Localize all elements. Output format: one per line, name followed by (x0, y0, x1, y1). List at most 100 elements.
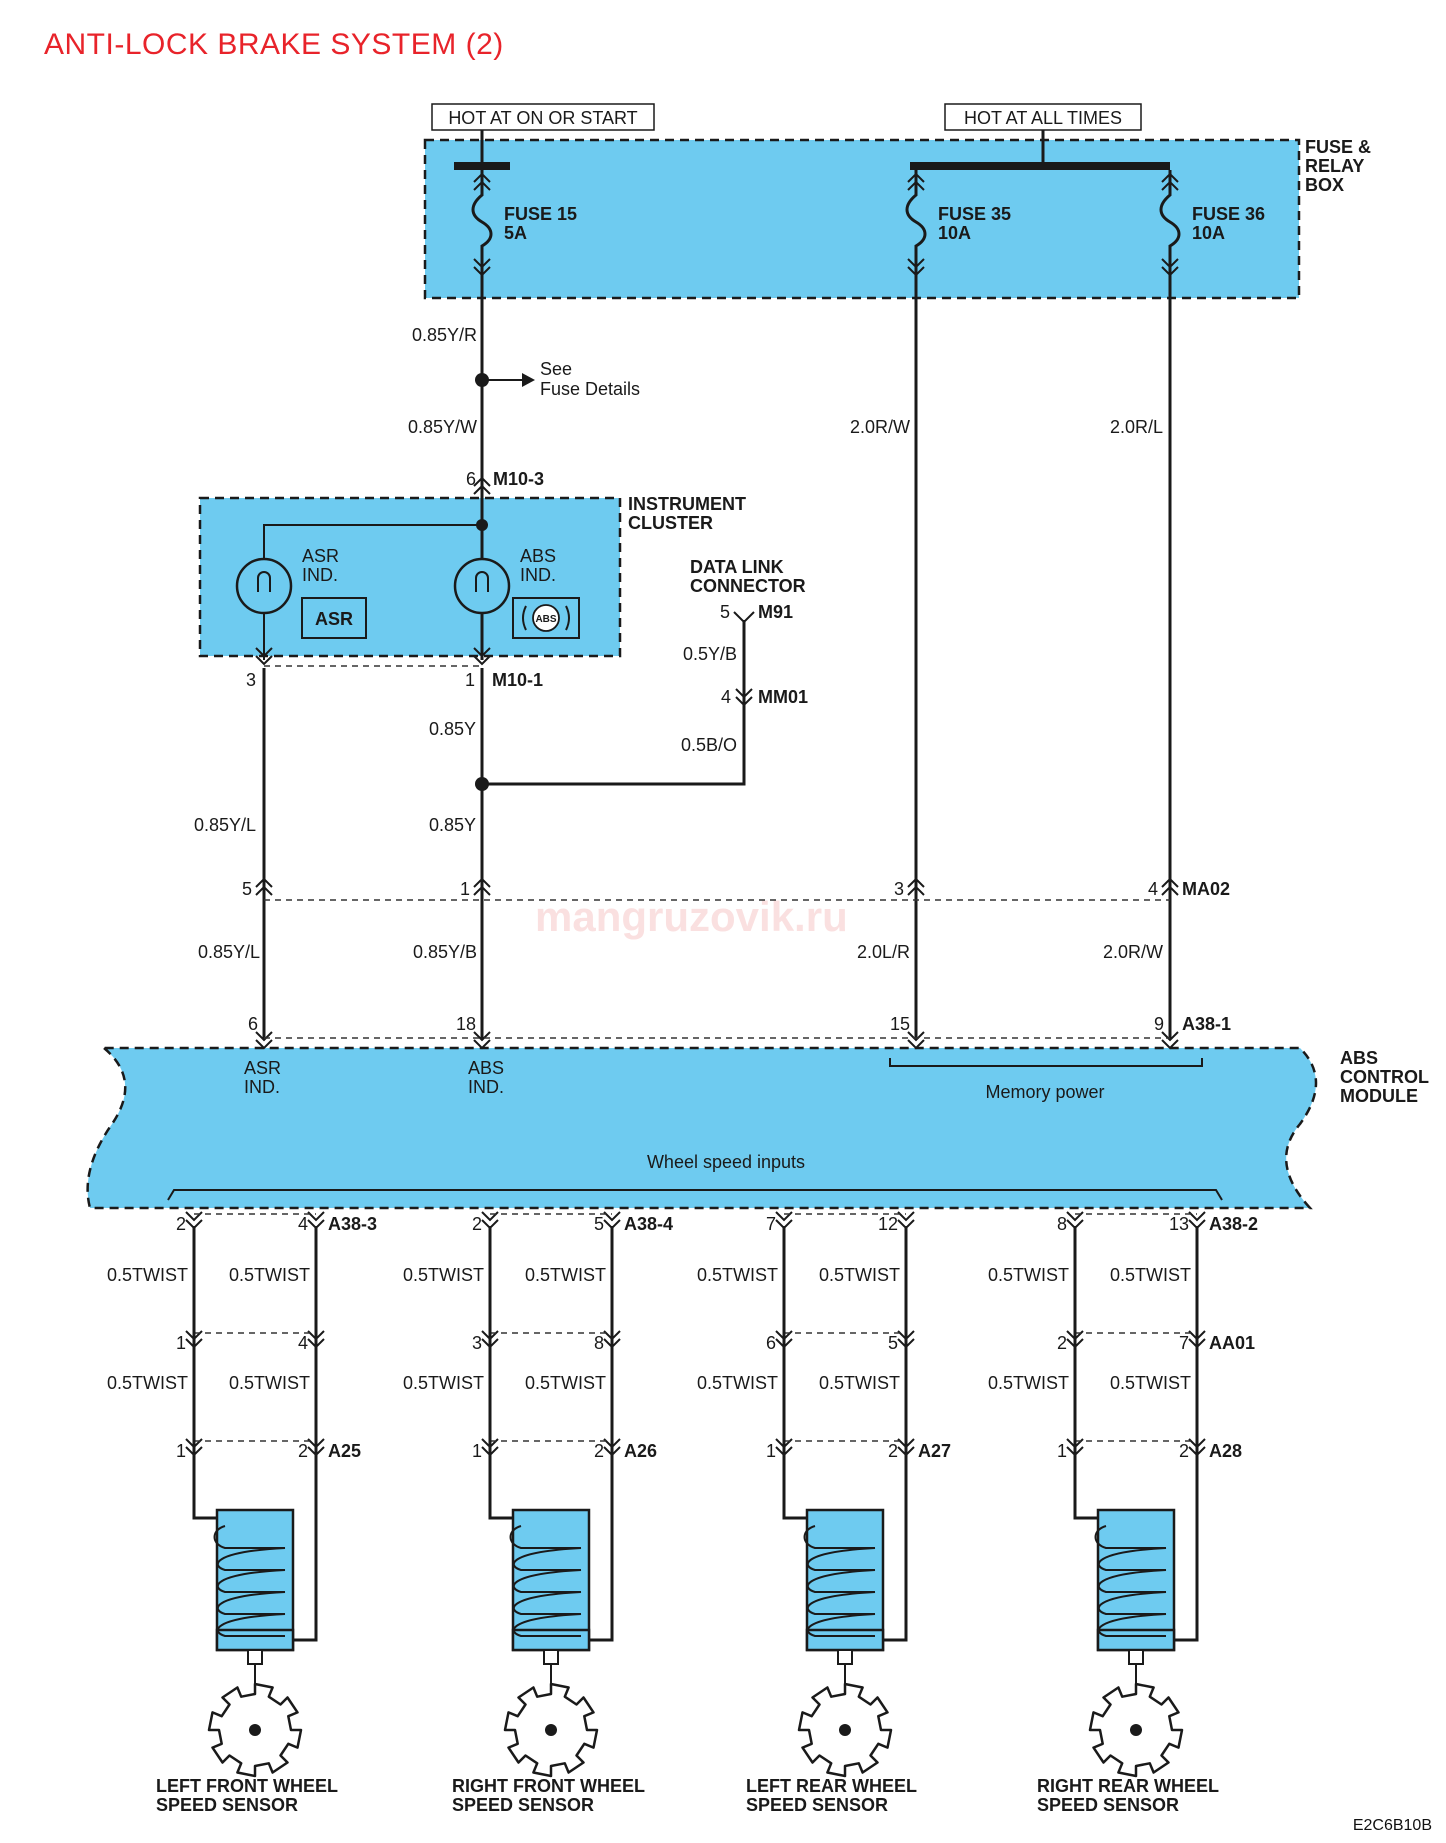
pin-label: 12 (878, 1214, 898, 1234)
sensor-name-line1: LEFT REAR WHEEL (746, 1776, 917, 1796)
svg-text:6: 6 (248, 1014, 258, 1034)
sensor-name-line2: SPEED SENSOR (156, 1795, 298, 1815)
svg-text:IND.: IND. (302, 565, 338, 585)
svg-text:5: 5 (242, 879, 252, 899)
fuse-35: FUSE 35 10A (905, 170, 1011, 276)
svg-text:Memory power: Memory power (985, 1082, 1104, 1102)
instrument-cluster: 6 M10-3 INSTRUMENT CLUSTER ASR IND. ABS … (198, 469, 746, 690)
pin-label: 2 (298, 1441, 308, 1461)
twist-wire-label: 0.5TWIST (229, 1265, 310, 1285)
pin-label: 1 (766, 1441, 776, 1461)
asr-indicator-icon (235, 557, 293, 615)
power-label-all-times: HOT AT ALL TIMES (944, 103, 1142, 131)
sensor-connector: A27 (918, 1441, 951, 1461)
connector-mm01: MM01 (758, 687, 808, 707)
asr-badge: ASR (315, 609, 353, 629)
svg-text:ABS: ABS (468, 1058, 504, 1078)
pin-label: 6 (766, 1333, 776, 1353)
connector-a38-1: A38-1 (1182, 1014, 1231, 1034)
twist-wire-label: 0.5TWIST (697, 1373, 778, 1393)
twist-wire-label: 0.5TWIST (107, 1373, 188, 1393)
page-title: ANTI-LOCK BRAKE SYSTEM (2) (44, 28, 504, 61)
pin-label: 1 (176, 1441, 186, 1461)
svg-text:INSTRUMENT: INSTRUMENT (628, 494, 746, 514)
wire-f36: 2.0R/L (1110, 417, 1163, 437)
svg-text:CONTROL: CONTROL (1340, 1067, 1429, 1087)
wire-f35: 2.0R/W (850, 417, 910, 437)
tone-wheel-gear-icon (207, 1682, 303, 1778)
sensor-name-line1: RIGHT REAR WHEEL (1037, 1776, 1219, 1796)
sensor-coil-icon (213, 1508, 295, 1652)
svg-text:1: 1 (465, 670, 475, 690)
twist-wire-label: 0.5TWIST (988, 1373, 1069, 1393)
pin-label: 8 (594, 1333, 604, 1353)
svg-text:9: 9 (1154, 1014, 1164, 1034)
svg-text:0.5B/O: 0.5B/O (681, 735, 737, 755)
wire-asr-b: 0.85Y/L (198, 942, 260, 962)
twist-wire-label: 0.5TWIST (1110, 1373, 1191, 1393)
pin-label: 5 (888, 1333, 898, 1353)
pin-label: 2 (1179, 1441, 1189, 1461)
fuse-15: FUSE 15 5A (471, 170, 577, 276)
twist-wire-label: 0.5TWIST (819, 1265, 900, 1285)
pin-label: 4 (298, 1333, 308, 1353)
pin-label: 1 (472, 1441, 482, 1461)
sensor-name-line2: SPEED SENSOR (452, 1795, 594, 1815)
svg-text:4: 4 (721, 687, 731, 707)
sensor-coil-icon (803, 1508, 885, 1652)
pin-label: 7 (766, 1214, 776, 1234)
pin-label: 1 (176, 1333, 186, 1353)
power-label-on-start: HOT AT ON OR START (431, 103, 655, 131)
tone-wheel-gear-icon (1088, 1682, 1184, 1778)
wire-f35-b: 2.0L/R (857, 942, 910, 962)
svg-text:CLUSTER: CLUSTER (628, 513, 713, 533)
svg-text:ABS: ABS (535, 614, 556, 625)
svg-text:CONNECTOR: CONNECTOR (690, 576, 806, 596)
svg-text:FUSE 36: FUSE 36 (1192, 204, 1265, 224)
wire-abs-c: 0.85Y/B (413, 942, 477, 962)
svg-text:0.5Y/B: 0.5Y/B (683, 644, 737, 664)
wire-abs-a: 0.85Y (429, 719, 476, 739)
svg-text:5A: 5A (504, 223, 527, 243)
pin-label: 1 (1057, 1441, 1067, 1461)
sensor-coil-icon (509, 1508, 591, 1652)
data-link-connector: DATA LINK CONNECTOR 5 M91 0.5Y/B 4 MM01 … (475, 557, 808, 791)
svg-text:DATA LINK: DATA LINK (690, 557, 784, 577)
pin-label: 5 (594, 1214, 604, 1234)
svg-text:HOT AT ON OR START: HOT AT ON OR START (448, 108, 637, 128)
abs-badge-icon: ABS (512, 597, 580, 639)
twist-wire-label: 0.5TWIST (525, 1265, 606, 1285)
connector-m91: M91 (758, 602, 793, 622)
fuse-details-line2: Fuse Details (540, 379, 640, 399)
watermark: mangruzovik.ru (535, 893, 848, 940)
fuse-box-label-2: RELAY (1305, 156, 1364, 176)
twist-wire-label: 0.5TWIST (697, 1265, 778, 1285)
svg-text:10A: 10A (938, 223, 971, 243)
abs-indicator-icon (453, 557, 511, 615)
svg-text:ABS: ABS (520, 546, 556, 566)
sensor-connector: A26 (624, 1441, 657, 1461)
fuse-box-label-3: BOX (1305, 175, 1344, 195)
svg-text:15: 15 (890, 1014, 910, 1034)
module-connector: A38-2 (1209, 1214, 1258, 1234)
svg-text:18: 18 (456, 1014, 476, 1034)
svg-text:MODULE: MODULE (1340, 1086, 1418, 1106)
svg-text:ABS: ABS (1340, 1048, 1378, 1068)
svg-text:IND.: IND. (468, 1077, 504, 1097)
svg-text:FUSE 15: FUSE 15 (504, 204, 577, 224)
pin-label: 2 (594, 1441, 604, 1461)
connector-aa01: AA01 (1209, 1333, 1255, 1353)
wire-abs-b: 0.85Y (429, 815, 476, 835)
twist-wire-label: 0.5TWIST (107, 1265, 188, 1285)
connector-m10-3: M10-3 (493, 469, 544, 489)
pin-label: 2 (1057, 1333, 1067, 1353)
wire-f15-a: 0.85Y/R (412, 325, 477, 345)
fuse-details-line1: See (540, 359, 572, 379)
svg-text:HOT AT ALL TIMES: HOT AT ALL TIMES (964, 108, 1122, 128)
svg-text:MA02: MA02 (1182, 879, 1230, 899)
pin-label: 2 (472, 1214, 482, 1234)
twist-wire-label: 0.5TWIST (403, 1265, 484, 1285)
